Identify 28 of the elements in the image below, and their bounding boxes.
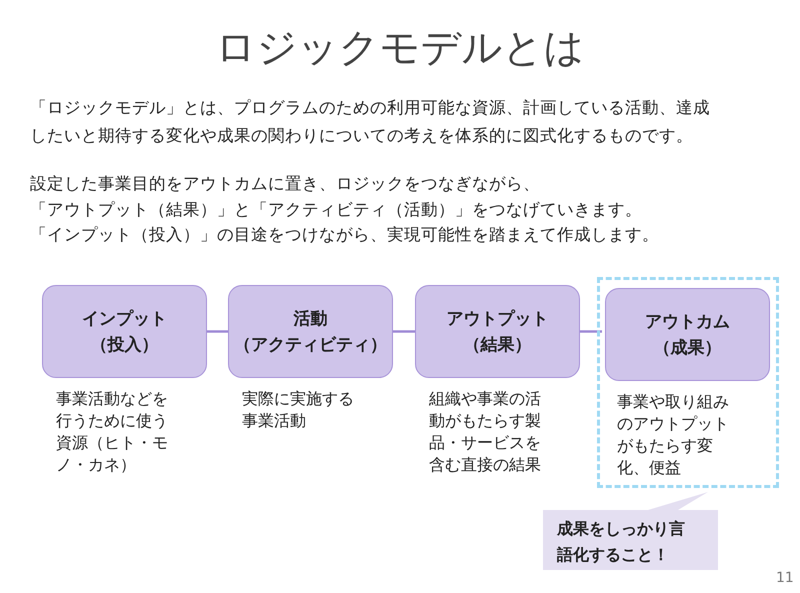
process-box (415, 285, 580, 378)
description-text: 組織や事業の活動がもたらす製品・サービスを含む直接の結果 (429, 388, 542, 476)
node-label: アウトカム (645, 310, 730, 334)
process-box (42, 285, 207, 378)
connector-line (393, 330, 415, 333)
paragraph: 「アウトプット（結果）」と「アクティビティ（活動）」をつなげていきます。 (30, 199, 642, 221)
node-label: アウトプット (446, 308, 548, 330)
process-box (605, 288, 770, 381)
node-label: （投入） (90, 334, 158, 356)
node-label: （成果） (654, 336, 722, 360)
process-box (228, 285, 393, 378)
page-number: 11 (776, 569, 794, 588)
node-label: インプット (82, 308, 167, 330)
paragraph: 「ロジックモデル」とは、プログラムのための利用可能な資源、計画している活動、達成したいと期待する変化や成果の関わりについての考えを体系的に図式化するものです。 (30, 97, 710, 147)
description-text: 事業活動などを行うために使う資源（ヒト・モノ・カネ） (56, 388, 169, 476)
connector-line (580, 330, 602, 333)
paragraph: 「インプット（投入）」の目途をつけながら、実現可能性を踏まえて作成します。 (30, 224, 659, 246)
callout-text: 成果をしっかり言語化すること！ (557, 518, 685, 566)
node-label: （結果） (464, 334, 532, 356)
node-label: （アクティビティ） (234, 334, 387, 356)
connector-line (207, 330, 228, 333)
speech-bubble (543, 492, 718, 570)
description-text: 事業や取り組みのアウトプットがもたらす変化、便益 (617, 391, 730, 479)
node-label: 活動 (294, 308, 328, 330)
paragraph: 設定した事業目的をアウトカムに置き、ロジックをつなぎながら、 (30, 173, 540, 195)
description-text: 実際に実施する事業活動 (242, 388, 355, 432)
dashed-frame (597, 277, 779, 488)
slide-title: ロジックモデルとは (214, 24, 586, 73)
